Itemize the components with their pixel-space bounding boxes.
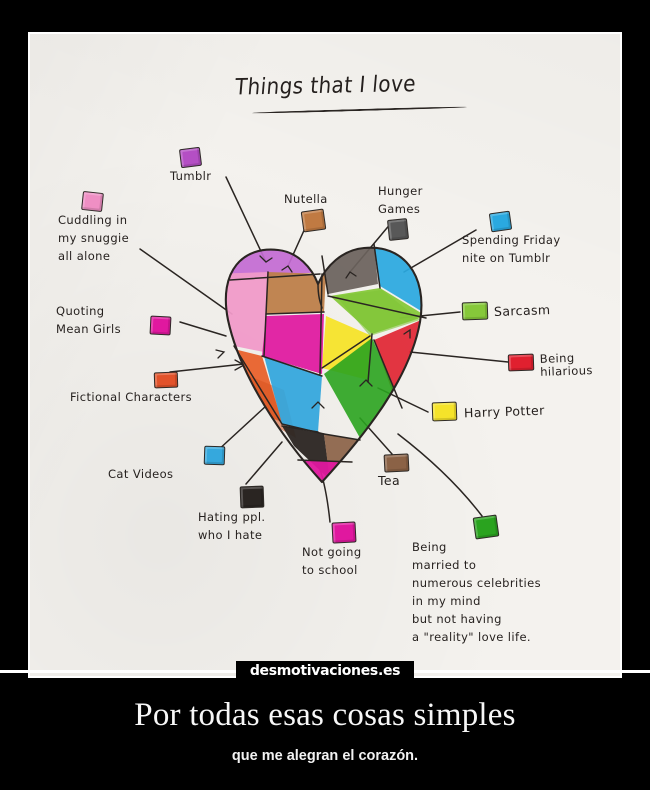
label-spending-friday-nite[interactable]: Spending Friday nite on Tumblr (462, 210, 561, 267)
swatch-tea (383, 453, 410, 473)
swatch-catvideos (203, 445, 226, 466)
swatch-tumblr (178, 146, 203, 169)
label-text-married: Being married to numerous celebrities in… (412, 540, 541, 644)
scanned-paper: Things that I love (30, 34, 620, 676)
swatch-hating (239, 485, 265, 509)
photo-frame: Things that I love (28, 32, 622, 678)
label-fictional-characters[interactable]: Fictional Characters (70, 371, 192, 406)
label-text-catvideos: Cat Videos (108, 467, 174, 481)
label-text-school: Not going to school (302, 545, 362, 577)
swatch-married (472, 514, 500, 540)
leader-line-sarcasm (399, 311, 461, 319)
swatch-cuddling (81, 190, 104, 213)
label-not-going-to-school[interactable]: Not going to school (302, 521, 362, 579)
swatch-meangirls (149, 315, 172, 336)
brand-name: desmotivaciones.es (235, 661, 415, 681)
leader-line-tea (359, 417, 393, 455)
leader-line-school (317, 463, 331, 523)
label-text-cuddling: Cuddling in my snuggie all alone (58, 213, 130, 263)
label-text-harry: Harry Potter (463, 402, 545, 420)
poster-subcaption: que me alegran el corazón. (231, 748, 419, 764)
leader-line-tumblr (225, 176, 267, 263)
label-cat-videos[interactable]: Cat Videos (108, 445, 226, 483)
label-hunger-games[interactable]: Hunger Games (378, 182, 423, 241)
label-harry-potter[interactable]: Harry Potter (431, 401, 545, 422)
label-text-tumblr: Tumblr (170, 169, 212, 183)
swatch-nutella (300, 208, 327, 233)
label-quoting-mean-girls[interactable]: Quoting Mean Girls (56, 302, 176, 338)
label-text-tea: Tea (378, 473, 401, 488)
label-nutella[interactable]: Nutella (284, 190, 328, 233)
swatch-school (331, 521, 357, 544)
swatch-sarcasm (461, 301, 489, 321)
title-underline (252, 105, 467, 115)
label-text-hilarious: Being hilarious (539, 350, 594, 379)
label-text-hunger: Hunger Games (378, 184, 423, 216)
leader-line-hilarious (409, 351, 509, 363)
swatch-harry (431, 401, 458, 422)
label-sarcasm[interactable]: Sarcasm (461, 301, 551, 321)
label-text-hating: Hating ppl. who I hate (198, 510, 266, 542)
label-text-friday: Spending Friday nite on Tumblr (462, 233, 561, 265)
label-tumblr[interactable]: Tumblr (170, 146, 212, 185)
page-title-text: Things that I love (233, 69, 417, 101)
label-hating-ppl[interactable]: Hating ppl. who I hate (198, 485, 266, 544)
banner-rule-left (0, 669, 236, 673)
leader-line-meangirls (179, 321, 227, 337)
label-tea[interactable]: Tea (378, 453, 410, 490)
leader-line-harry (377, 387, 429, 413)
label-text-meangirls: Quoting Mean Girls (56, 304, 122, 336)
leader-line-fictional (169, 363, 245, 373)
label-text-fictional: Fictional Characters (70, 390, 192, 404)
label-cuddling[interactable]: Cuddling in my snuggie all alone (58, 190, 130, 265)
swatch-friday (488, 210, 513, 233)
swatch-fictional (153, 371, 179, 389)
site-banner: desmotivaciones.es (0, 658, 650, 684)
label-text-sarcasm: Sarcasm (493, 302, 551, 319)
leader-line-married (397, 433, 483, 517)
label-text-nutella: Nutella (284, 192, 328, 206)
page-title: Things that I love (30, 68, 620, 102)
banner-rule-right (414, 669, 650, 673)
leader-line-hating (245, 441, 283, 485)
swatch-hilarious (507, 353, 535, 372)
swatch-hunger (386, 218, 410, 241)
label-being-hilarious[interactable]: Being hilarious (507, 350, 594, 379)
poster-caption: Por todas esas cosas simples (134, 697, 516, 733)
label-being-married[interactable]: Being married to numerous celebrities in… (412, 514, 580, 646)
